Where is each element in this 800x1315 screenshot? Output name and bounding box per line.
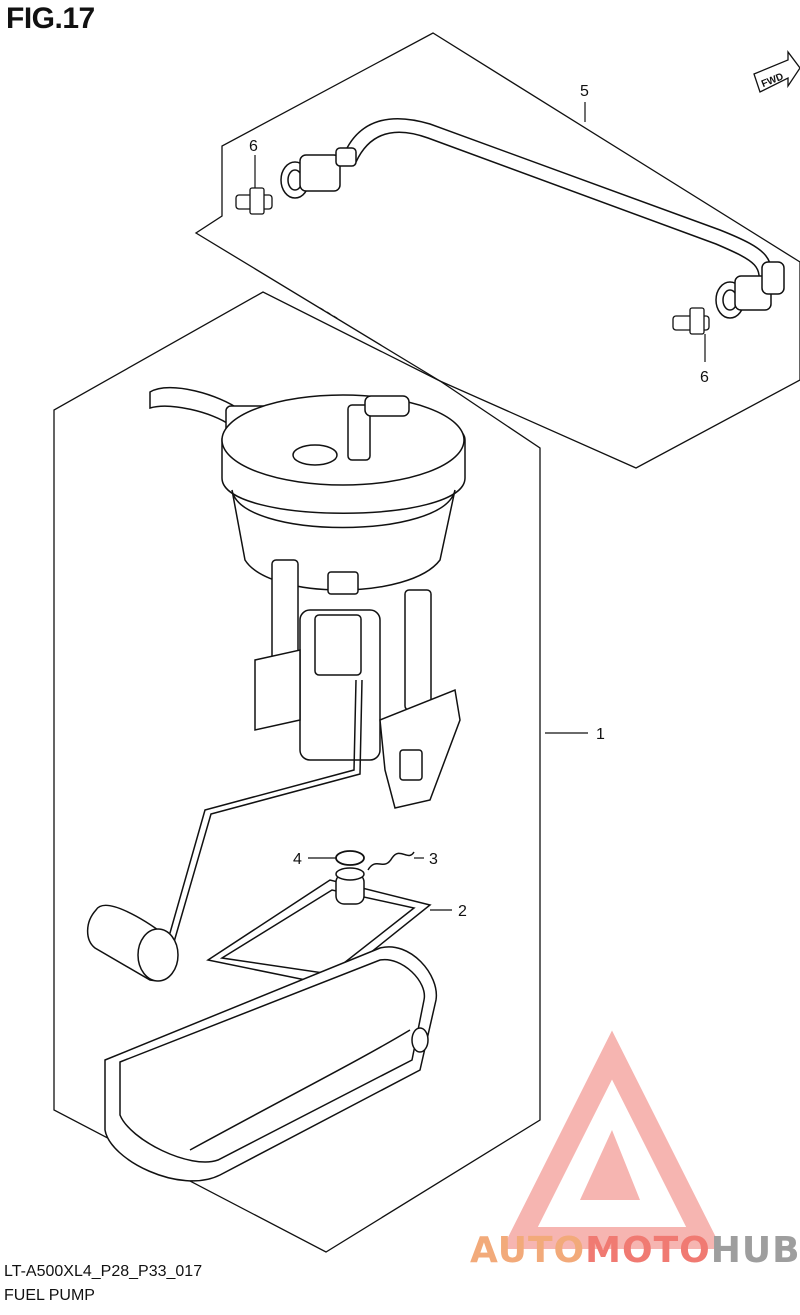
pump-tray — [104, 946, 438, 1182]
hose-assembly-frame — [194, 32, 800, 469]
watermark-text-part1: AUTO — [470, 1230, 586, 1271]
callout-5: 5 — [580, 83, 589, 100]
fuel-level-float — [86, 679, 363, 982]
hose-clip-lower — [672, 307, 710, 335]
filter-gasket — [206, 867, 432, 986]
callout-6-upper: 6 — [249, 138, 258, 155]
hose-clip-upper — [235, 187, 273, 215]
o-ring — [335, 850, 365, 866]
figure-caption: FUEL PUMP — [4, 1287, 95, 1304]
seal-strip — [367, 851, 415, 871]
hose-connector-upper — [280, 147, 357, 199]
watermark-text: AUTOMOTOHUB — [470, 1230, 800, 1271]
callout-4: 4 — [293, 851, 302, 868]
watermark-text-part3: HUB — [710, 1230, 800, 1271]
watermark-logo — [502, 1030, 722, 1249]
watermark-text-part2: MOTO — [585, 1230, 711, 1271]
drawing-code: LT-A500XL4_P28_P33_017 — [4, 1263, 203, 1280]
pump-body — [254, 559, 461, 809]
pump-flange — [221, 394, 466, 595]
callout-2: 2 — [458, 903, 467, 920]
forward-direction-arrow: FWD — [753, 50, 800, 93]
hose-connector-lower — [715, 261, 785, 319]
callout-3: 3 — [429, 851, 438, 868]
callout-6-lower: 6 — [700, 369, 709, 386]
leader-lines — [254, 102, 706, 911]
figure-title: FIG.17 — [6, 2, 95, 35]
callout-1: 1 — [596, 726, 605, 743]
